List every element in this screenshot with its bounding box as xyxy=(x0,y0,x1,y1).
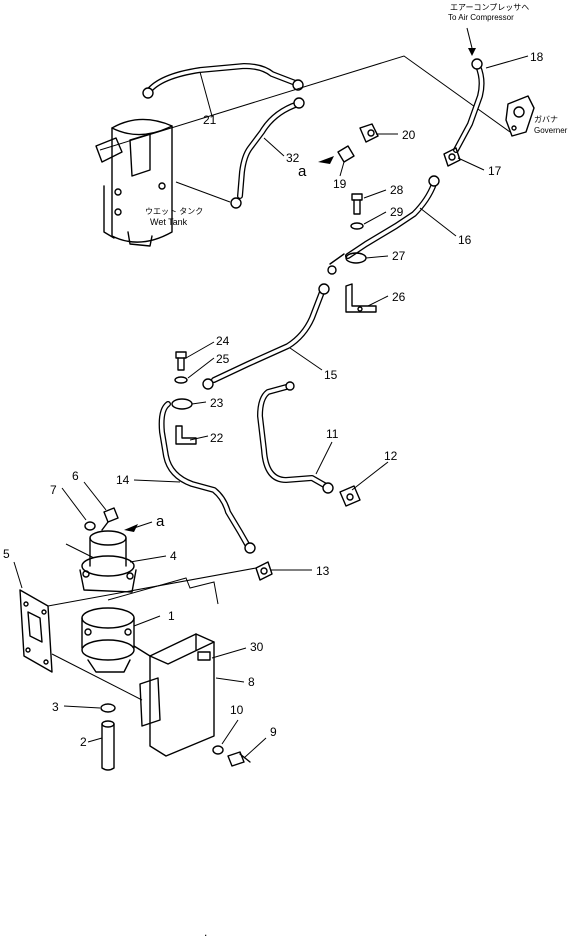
stud-2 xyxy=(101,720,115,771)
callout-29: 29 xyxy=(390,205,404,219)
callout-10: 10 xyxy=(230,703,244,717)
nut-3 xyxy=(100,703,116,713)
callout-3: 3 xyxy=(52,700,59,714)
governor-label-en: Governer xyxy=(534,126,568,135)
callout-14: 14 xyxy=(116,473,130,487)
callout-17: 17 xyxy=(488,164,502,178)
callout-9: 9 xyxy=(270,725,277,739)
callout-8: 8 xyxy=(248,675,255,689)
callout-11: 11 xyxy=(326,427,339,441)
assembly-line-lower xyxy=(51,653,143,701)
pipe-18 xyxy=(453,58,485,153)
callout-20: 20 xyxy=(402,128,416,142)
bolt-28 xyxy=(351,193,363,215)
callout-15: 15 xyxy=(324,368,338,382)
air-compressor-label-jp: エアーコンプレッサヘ xyxy=(450,3,529,12)
callout-28: 28 xyxy=(390,183,404,197)
callout-27: 27 xyxy=(392,249,406,263)
washer-25 xyxy=(174,376,188,384)
callout-12: 12 xyxy=(384,449,398,463)
callout-30: 30 xyxy=(250,640,264,654)
bolt-24 xyxy=(175,351,187,371)
bolt-9 xyxy=(227,751,251,767)
cover-8 xyxy=(139,633,215,757)
clamp-23 xyxy=(171,398,193,410)
wet-tank xyxy=(95,118,173,247)
washer-10 xyxy=(212,745,224,755)
callout-19: 19 xyxy=(333,177,347,191)
air-compressor-label-en: To Air Compressor xyxy=(448,13,514,22)
pipe-15 xyxy=(202,283,330,390)
callout-24: 24 xyxy=(216,334,230,348)
view-mark-a-upper: a xyxy=(298,163,307,180)
view-mark-a-lower: a xyxy=(156,513,165,530)
fitting-12 xyxy=(339,485,361,507)
view-a-arrow xyxy=(124,524,138,532)
governor-label-jp: ガバナ xyxy=(534,114,558,124)
callout-5: 5 xyxy=(3,547,10,561)
assembly-line-upper xyxy=(47,567,257,607)
fitting-17 xyxy=(443,147,461,167)
pipe-11 xyxy=(257,381,334,494)
callout-13: 13 xyxy=(316,564,330,578)
label-30 xyxy=(197,651,211,661)
callout-2: 2 xyxy=(80,735,87,749)
callout-22: 22 xyxy=(210,431,224,445)
step-line xyxy=(107,577,219,605)
bracket-26 xyxy=(345,283,377,313)
pipe-32 xyxy=(175,97,305,209)
wet-tank-label-en: Wet Tank xyxy=(150,217,188,227)
pipe-16 xyxy=(345,175,440,259)
callout-21: 21 xyxy=(203,113,217,127)
pipe-21 xyxy=(142,63,304,99)
callout-4: 4 xyxy=(170,549,177,563)
callout-25: 25 xyxy=(216,352,230,366)
washer-7 xyxy=(84,521,96,531)
callout-26: 26 xyxy=(392,290,406,304)
fitting-20 xyxy=(359,123,379,143)
callout-32: 32 xyxy=(286,151,300,165)
plate-5 xyxy=(19,589,53,673)
fitting-13 xyxy=(255,561,273,581)
fitting-19 xyxy=(318,145,355,164)
valve-4 xyxy=(79,530,137,593)
callout-7: 7 xyxy=(50,483,57,497)
valve-1 xyxy=(81,607,151,673)
tank-governor-line xyxy=(99,55,511,151)
callout-16: 16 xyxy=(458,233,472,247)
callout-18: 18 xyxy=(530,50,544,64)
callout-23: 23 xyxy=(210,396,224,410)
callout-6: 6 xyxy=(72,469,79,483)
wet-tank-label-jp: ウエット タンク xyxy=(145,207,203,216)
pipe-15-end xyxy=(327,265,337,275)
callout-1: 1 xyxy=(168,609,175,623)
footer-mark: . xyxy=(204,925,207,936)
air-compressor-arrow xyxy=(466,27,473,49)
pipe-14 xyxy=(158,401,256,554)
bracket-22 xyxy=(175,425,197,445)
governor xyxy=(505,95,535,137)
callout-leaders xyxy=(13,55,529,759)
bolt-6 xyxy=(101,507,119,531)
washer-29 xyxy=(350,222,364,230)
